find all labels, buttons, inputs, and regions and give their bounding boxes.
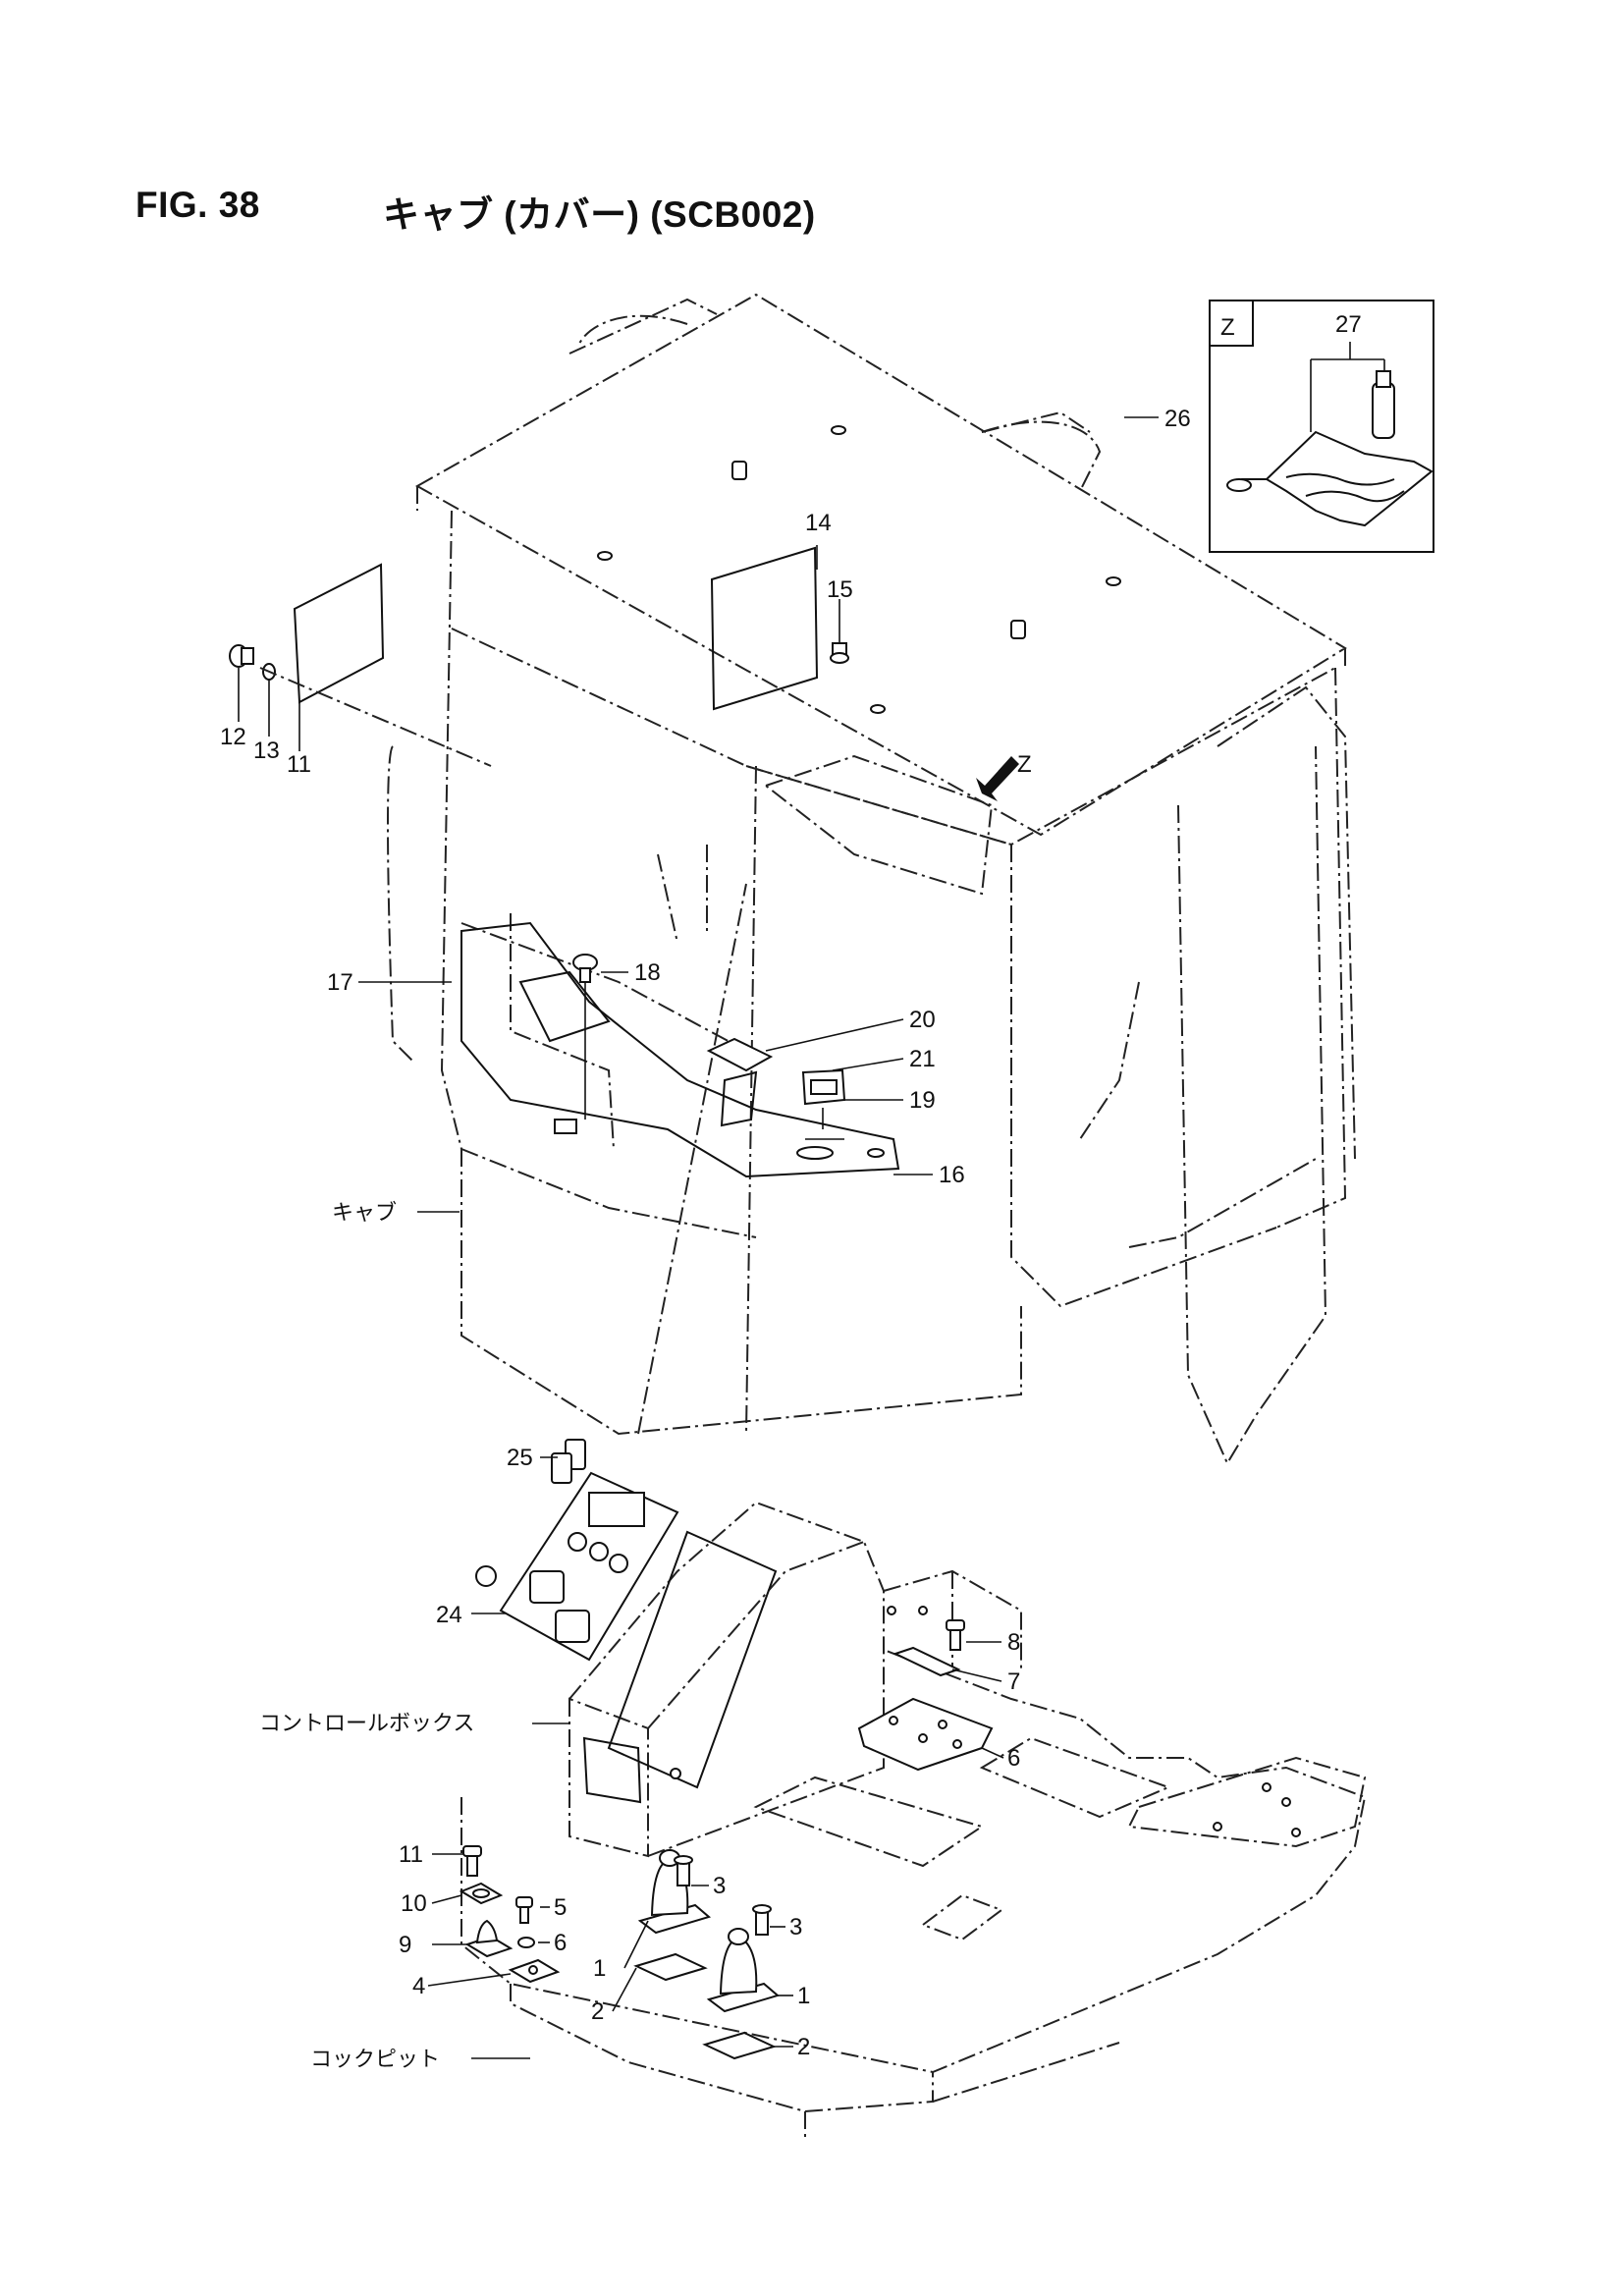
callout-1b: 1 [797,1983,810,2009]
label-cab: キャブ [332,1201,397,1226]
view-z-letter: Z [1017,751,1032,778]
callout-12: 11 [399,1841,423,1868]
cab-outline [387,293,1356,1466]
inset-z-view: Z 27 [1209,300,1434,553]
callout-23: 21 [909,1046,936,1072]
callout-1a: 1 [593,1955,606,1982]
seat-plate-7 [857,1697,994,1772]
small-fasteners [229,642,849,767]
view-z-arrow: Z [976,751,1032,801]
callout-27: 27 [1335,311,1362,338]
joystick-left [633,1849,712,1982]
label-cockpit: コックピット [310,2048,440,2072]
callout-21: 19 [909,1087,936,1114]
cockpit-floor [460,1569,1367,2141]
control-box [568,1501,885,1858]
roof-cover-16 [710,546,819,711]
inset-z-letter: Z [1220,314,1235,341]
switches-25 [551,1439,586,1484]
callout-7: 6 [1007,1745,1020,1772]
callout-24: 24 [436,1602,462,1628]
label-control-box: コントロールボックス [259,1712,474,1736]
assembly-labels: キャブ コントロールボックス コックピット [259,1201,474,2072]
joystick-right [702,1904,781,2060]
callout-4: 4 [412,1973,425,1999]
callout-8: 7 [1007,1668,1020,1695]
screw-20 [572,954,598,1120]
callout-3a: 3 [713,1873,726,1899]
leader-lines [238,416,1159,2059]
callout-18: 16 [939,1162,965,1188]
callout-11: 10 [401,1890,427,1917]
side-plate-13 [293,563,385,704]
callout-numbers: 26 14 15 12 13 11 17 18 20 21 19 16 25 2… [220,406,1191,2060]
dashboard-console [460,921,900,1178]
callout-22: 20 [909,1007,936,1033]
callout-6: 6 [554,1930,567,1956]
callout-20: 18 [634,959,661,986]
callout-5: 5 [554,1894,567,1921]
callout-15: 13 [253,738,280,764]
callout-13: 11 [287,751,311,778]
callout-2b: 2 [797,2034,810,2060]
callout-10: 9 [399,1932,411,1958]
bolt-9 [946,1619,965,1651]
callout-9: 8 [1007,1629,1020,1656]
figure-title: キャブ (カバー) (SCB002) [383,194,816,235]
switch-panel-24 [475,1471,679,1662]
vent-grille-22 [706,1037,846,1140]
callout-25: 25 [507,1445,533,1471]
callout-2a: 2 [591,1998,604,2025]
callout-26: 26 [1164,406,1191,432]
roof-fittings [597,425,1121,714]
left-small-parts [459,1845,561,1984]
callout-19: 17 [327,969,353,996]
callout-17: 15 [827,576,853,603]
callout-14: 12 [220,724,246,750]
callout-16: 14 [805,510,832,536]
callout-3b: 3 [789,1914,802,1941]
figure-number: FIG. 38 [135,185,260,225]
strip-8 [893,1646,961,1677]
